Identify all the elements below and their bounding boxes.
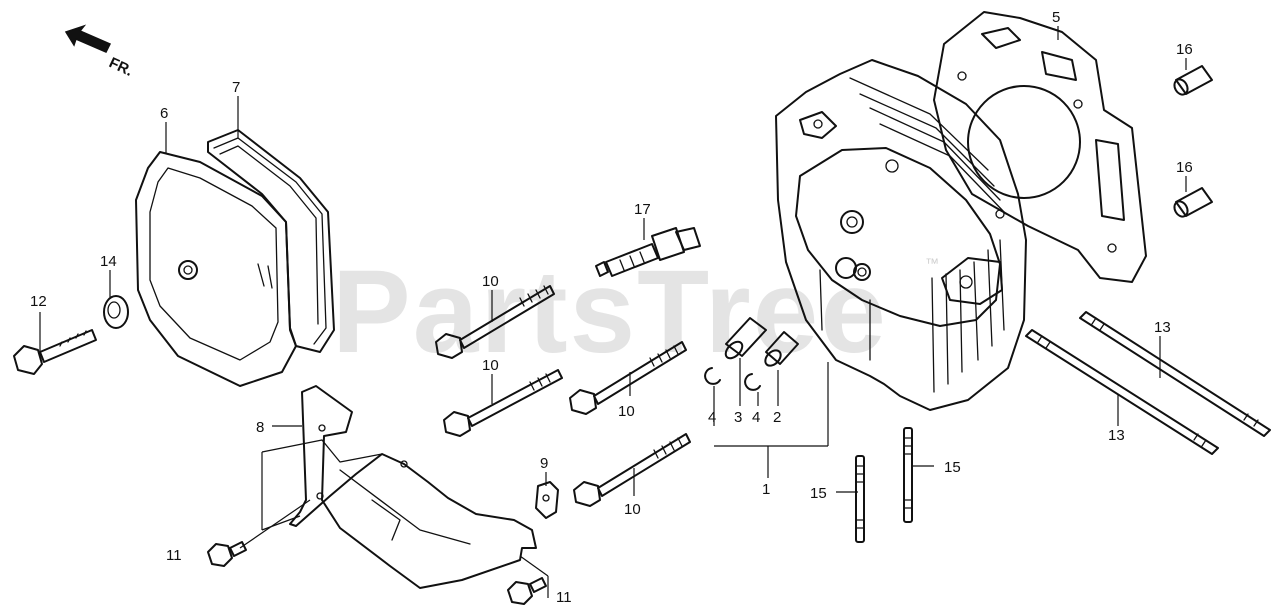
short-stud-left bbox=[855, 455, 865, 543]
clip-2 bbox=[744, 373, 761, 391]
callout-4-left: 4 bbox=[708, 409, 716, 426]
callout-17: 17 bbox=[634, 201, 651, 218]
callout-11-lower: 11 bbox=[556, 589, 572, 606]
callout-12: 12 bbox=[30, 293, 47, 310]
callout-15-right: 15 bbox=[944, 459, 961, 476]
callout-7: 7 bbox=[232, 79, 240, 96]
long-stud-lower bbox=[1025, 329, 1219, 455]
head-bolt-2 bbox=[443, 369, 563, 437]
callout-13-lower: 13 bbox=[1108, 427, 1125, 444]
callout-4-right: 4 bbox=[752, 409, 760, 426]
callout-10-c: 10 bbox=[618, 403, 635, 420]
front-direction-label: FR. bbox=[106, 54, 135, 80]
callout-16-upper: 16 bbox=[1176, 41, 1193, 58]
callout-6: 6 bbox=[160, 105, 168, 122]
valve-cover-bolt bbox=[13, 329, 97, 375]
head-bolt-1 bbox=[435, 285, 555, 359]
callout-13-upper: 13 bbox=[1154, 319, 1171, 336]
cylinder-head-gasket bbox=[933, 11, 1147, 283]
valve-guide-intake bbox=[724, 317, 767, 360]
callout-10-b: 10 bbox=[482, 357, 499, 374]
callout-9: 9 bbox=[540, 455, 548, 472]
watermark-trademark: ™ bbox=[925, 255, 939, 271]
front-direction-arrow-icon bbox=[64, 24, 112, 53]
callout-10-d: 10 bbox=[624, 501, 641, 518]
callout-14: 14 bbox=[100, 253, 117, 270]
valve-cover bbox=[135, 151, 297, 387]
short-stud-right bbox=[903, 427, 913, 523]
head-bolt-3 bbox=[569, 341, 687, 415]
valve-cover-gasket bbox=[207, 129, 335, 353]
head-bolt-4 bbox=[573, 433, 691, 507]
valve-guide-exhaust bbox=[764, 331, 799, 367]
callout-10-a: 10 bbox=[482, 273, 499, 290]
bracket-bolt-lower bbox=[507, 577, 547, 605]
washer bbox=[103, 295, 129, 329]
clip-1 bbox=[704, 367, 721, 385]
spark-plug bbox=[595, 227, 701, 277]
leader-lines bbox=[39, 26, 1187, 598]
small-bracket bbox=[535, 481, 559, 519]
callout-15-left: 15 bbox=[810, 485, 827, 502]
dowel-pin-lower bbox=[1173, 187, 1213, 218]
callout-16-lower: 16 bbox=[1176, 159, 1193, 176]
long-stud-upper bbox=[1079, 311, 1271, 437]
callout-1: 1 bbox=[762, 481, 770, 498]
cylinder-head bbox=[775, 59, 1027, 411]
callout-5: 5 bbox=[1052, 9, 1060, 26]
bracket-heat-shield bbox=[289, 385, 537, 589]
dowel-pin-upper bbox=[1173, 65, 1213, 96]
callout-11-upper: 11 bbox=[166, 547, 182, 564]
callout-8: 8 bbox=[256, 419, 264, 436]
bracket-bolt-upper bbox=[207, 541, 247, 567]
callout-3: 3 bbox=[734, 409, 742, 426]
watermark-text: PartsTree bbox=[332, 246, 888, 378]
callout-2: 2 bbox=[773, 409, 781, 426]
